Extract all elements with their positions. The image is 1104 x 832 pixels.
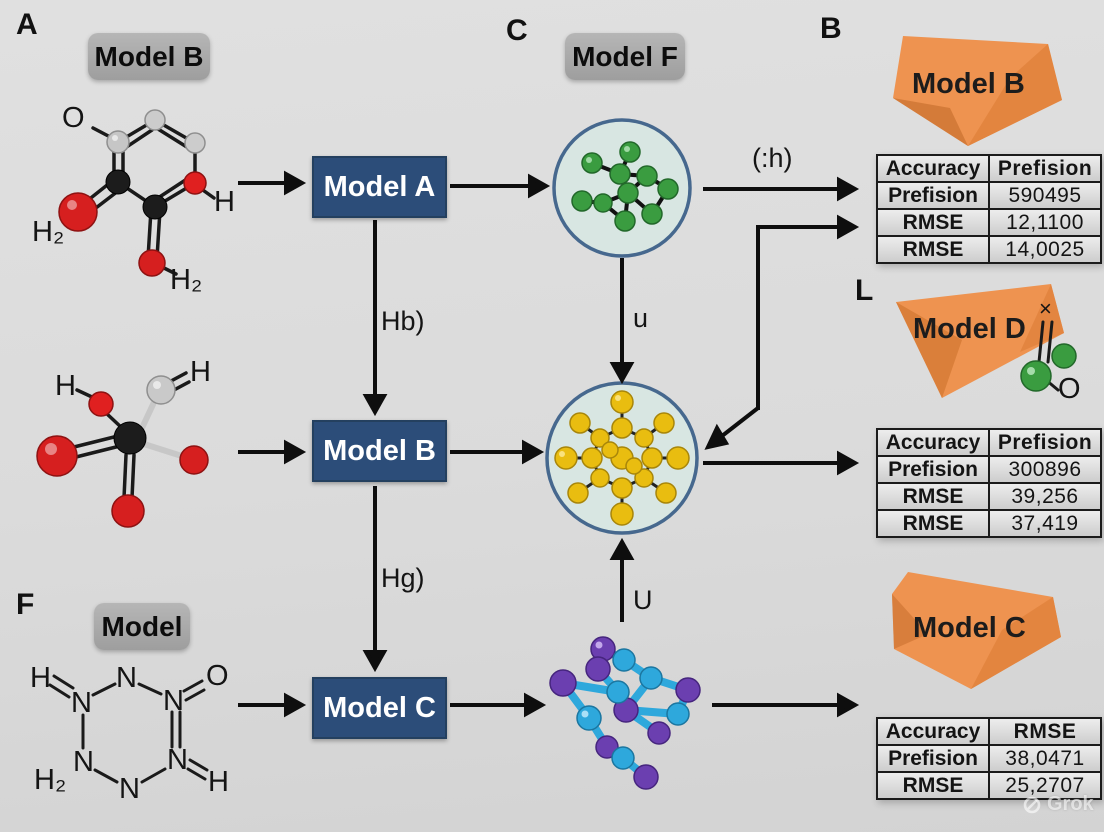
table-cell: 39,256 [988, 482, 1102, 511]
table-cell: Prefision [876, 181, 990, 210]
blue-purple-cluster-graphic [549, 636, 701, 790]
mol-f-n6: N [73, 746, 94, 778]
grok-logo-icon [1023, 796, 1041, 813]
panel-letter-b: B [820, 12, 842, 45]
table-row: Prefision 590495 [876, 181, 1102, 210]
badge-model-f: Model F [565, 33, 685, 80]
mol-f-n5: N [119, 773, 140, 805]
table-row: Accuracy Prefision [876, 428, 1102, 457]
badge-model-b: Model B [88, 33, 210, 80]
panel-letter-l: L [855, 274, 874, 307]
edge-label-u-mid: u [633, 303, 649, 333]
metrics-table-model-c: Accuracy RMSE Prefision 38,0471 RMSE 25,… [876, 717, 1102, 800]
mol-f-o: O [206, 660, 229, 692]
table-row: Accuracy Prefision [876, 154, 1102, 183]
mol-f-n1: N [71, 687, 92, 719]
table-cell: RMSE [876, 509, 990, 538]
mol-mid-h-right-label: H [190, 356, 211, 388]
table-cell: Prefision [988, 428, 1102, 457]
watermark: Grok [1022, 793, 1094, 816]
badge-model: Model [94, 603, 190, 650]
edge-label-hb: Hb) [381, 306, 425, 336]
flow-box-model-c: Model C [312, 677, 447, 739]
table-cell: 14,0025 [988, 235, 1102, 264]
metrics-table-model-d: Accuracy Prefision Prefision 300896 RMSE… [876, 428, 1102, 538]
mol-a-h-label: H [214, 186, 235, 218]
table-cell: RMSE [876, 482, 990, 511]
green-cluster-graphic [552, 118, 692, 258]
model-d-x-label: × [1039, 296, 1052, 321]
watermark-text: Grok [1047, 793, 1094, 815]
molecule-mid-graphic [36, 371, 209, 528]
table-row: RMSE 14,0025 [876, 235, 1102, 264]
molecule-a-graphic [58, 109, 216, 277]
table-row: Accuracy RMSE [876, 717, 1102, 746]
model-d-o-label: O [1058, 373, 1081, 405]
table-cell: 25,2707 [988, 771, 1102, 800]
orange-label-model-c: Model C [913, 612, 1026, 644]
mol-f-n2: N [116, 662, 137, 694]
table-cell: RMSE [988, 717, 1102, 746]
table-cell: Accuracy [876, 154, 990, 183]
table-cell: Prefision [988, 154, 1102, 183]
mol-mid-h-left-label: H [55, 370, 76, 402]
table-cell: Accuracy [876, 428, 990, 457]
table-cell: RMSE [876, 235, 990, 264]
table-row: RMSE 12,1100 [876, 208, 1102, 237]
table-cell: 12,1100 [988, 208, 1102, 237]
model-d-molecule-graphic [1020, 320, 1077, 392]
table-row: Prefision 300896 [876, 455, 1102, 484]
table-cell: RMSE [876, 771, 990, 800]
table-cell: 38,0471 [988, 744, 1102, 773]
edge-label-hg: Hg) [381, 563, 425, 593]
edge-label-u-up: U [633, 585, 653, 615]
mol-a-h2-bottom-label: H₂ [170, 264, 203, 296]
orange-shape-middle [896, 284, 1064, 398]
yellow-cluster-graphic [545, 381, 699, 535]
orange-shape-top [893, 36, 1062, 146]
panel-letter-f: F [16, 588, 35, 621]
table-cell: 37,419 [988, 509, 1102, 538]
table-cell: RMSE [876, 208, 990, 237]
edge-label-fh: (:h) [752, 143, 793, 173]
mol-f-n4: N [167, 744, 188, 776]
panel-letter-a: A [16, 8, 38, 41]
flow-box-model-b: Model B [312, 420, 447, 482]
table-cell: 590495 [988, 181, 1102, 210]
flow-arrows [238, 170, 860, 718]
mol-f-n3: N [163, 685, 184, 717]
table-cell: Accuracy [876, 717, 990, 746]
table-row: RMSE 37,419 [876, 509, 1102, 538]
panel-letter-c: C [506, 14, 528, 47]
orange-label-model-d: Model D [913, 313, 1026, 345]
orange-label-model-b: Model B [912, 68, 1025, 100]
mol-a-o-label: O [62, 102, 85, 134]
table-row: RMSE 25,2707 [876, 771, 1102, 800]
mol-f-h2: H₂ [34, 764, 67, 796]
table-cell: Prefision [876, 455, 990, 484]
table-row: RMSE 39,256 [876, 482, 1102, 511]
mol-f-h-right: H [208, 766, 229, 798]
table-row: Prefision 38,0471 [876, 744, 1102, 773]
mol-a-h2-left-label: H₂ [32, 216, 65, 248]
table-cell: 300896 [988, 455, 1102, 484]
molecule-f-graphic [48, 674, 209, 784]
orange-shape-bottom [892, 572, 1061, 689]
metrics-table-model-b: Accuracy Prefision Prefision 590495 RMSE… [876, 154, 1102, 264]
mol-f-h-top: H [30, 662, 51, 694]
flow-box-model-a: Model A [312, 156, 447, 218]
table-cell: Prefision [876, 744, 990, 773]
